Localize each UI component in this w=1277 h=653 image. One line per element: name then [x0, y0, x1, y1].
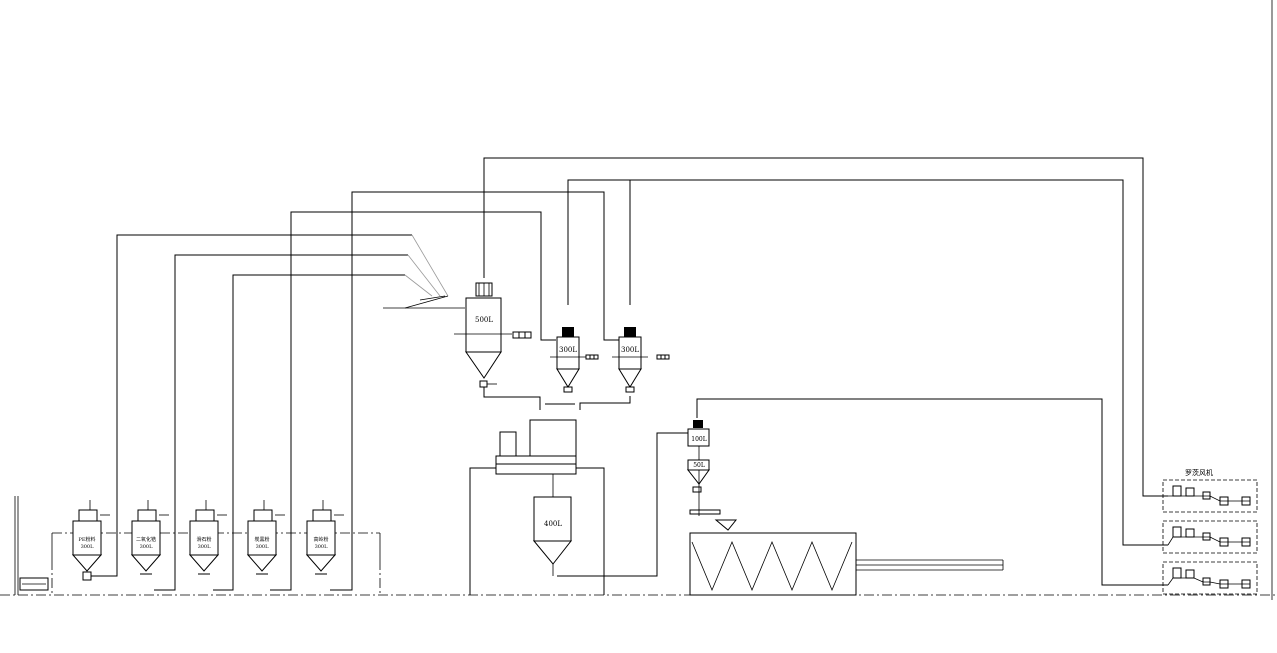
feed-station-4: 炭黑粉 300L — [246, 500, 285, 575]
tank-50l-label: 50L — [693, 462, 705, 469]
feed-station-4-volume: 300L — [256, 544, 270, 550]
feed-station-3-volume: 300L — [198, 544, 212, 550]
feed-station-2-volume: 300L — [140, 544, 154, 550]
tank-100l-50l: 100L 50L — [686, 420, 721, 516]
feed-station-4-name: 炭黑粉 — [254, 536, 269, 543]
blower-label: 罗茨风机 — [1185, 468, 1213, 477]
feed-station-2: 二氧化锆 300L — [130, 500, 169, 575]
feed-station-5-name: 高岭粉 — [313, 536, 328, 543]
feed-station-3-name: 滑石粉 — [196, 536, 211, 543]
roots-blower-1 — [1162, 479, 1258, 513]
tank-300l-b: 300L — [612, 327, 670, 393]
conveying-lines — [88, 157, 1168, 591]
mixer-unit — [469, 403, 605, 595]
tank-400l-label: 400L — [544, 520, 562, 528]
tank-400l: 400L — [532, 474, 573, 576]
tank-300l-b-label: 300L — [621, 346, 639, 354]
tank-500l: 500L — [454, 282, 532, 388]
screw-conveyor — [689, 519, 1004, 596]
tank-500l-label: 500L — [475, 316, 493, 324]
feed-station-1-volume: 300L — [81, 544, 95, 550]
feed-station-1-name: PE粉料 — [78, 536, 95, 543]
roots-blower-2 — [1162, 520, 1258, 554]
feed-station-2-name: 二氧化锆 — [136, 536, 156, 543]
tank-100l-label: 100L — [691, 436, 706, 443]
roots-blowers: 罗茨风机 — [1162, 468, 1258, 595]
tank-300l-a: 300L — [550, 327, 599, 393]
feed-station-1: PE粉料 300L — [71, 500, 110, 581]
feed-stations: PE粉料 300L 二氧化锆 300L 滑石粉 300L — [71, 500, 344, 581]
tank-300l-a-label: 300L — [559, 346, 577, 354]
feed-station-5-volume: 300L — [315, 544, 329, 550]
feed-station-3: 滑石粉 300L — [188, 500, 227, 575]
roots-blower-3 — [1162, 561, 1258, 595]
feed-station-5: 高岭粉 300L — [305, 500, 344, 575]
